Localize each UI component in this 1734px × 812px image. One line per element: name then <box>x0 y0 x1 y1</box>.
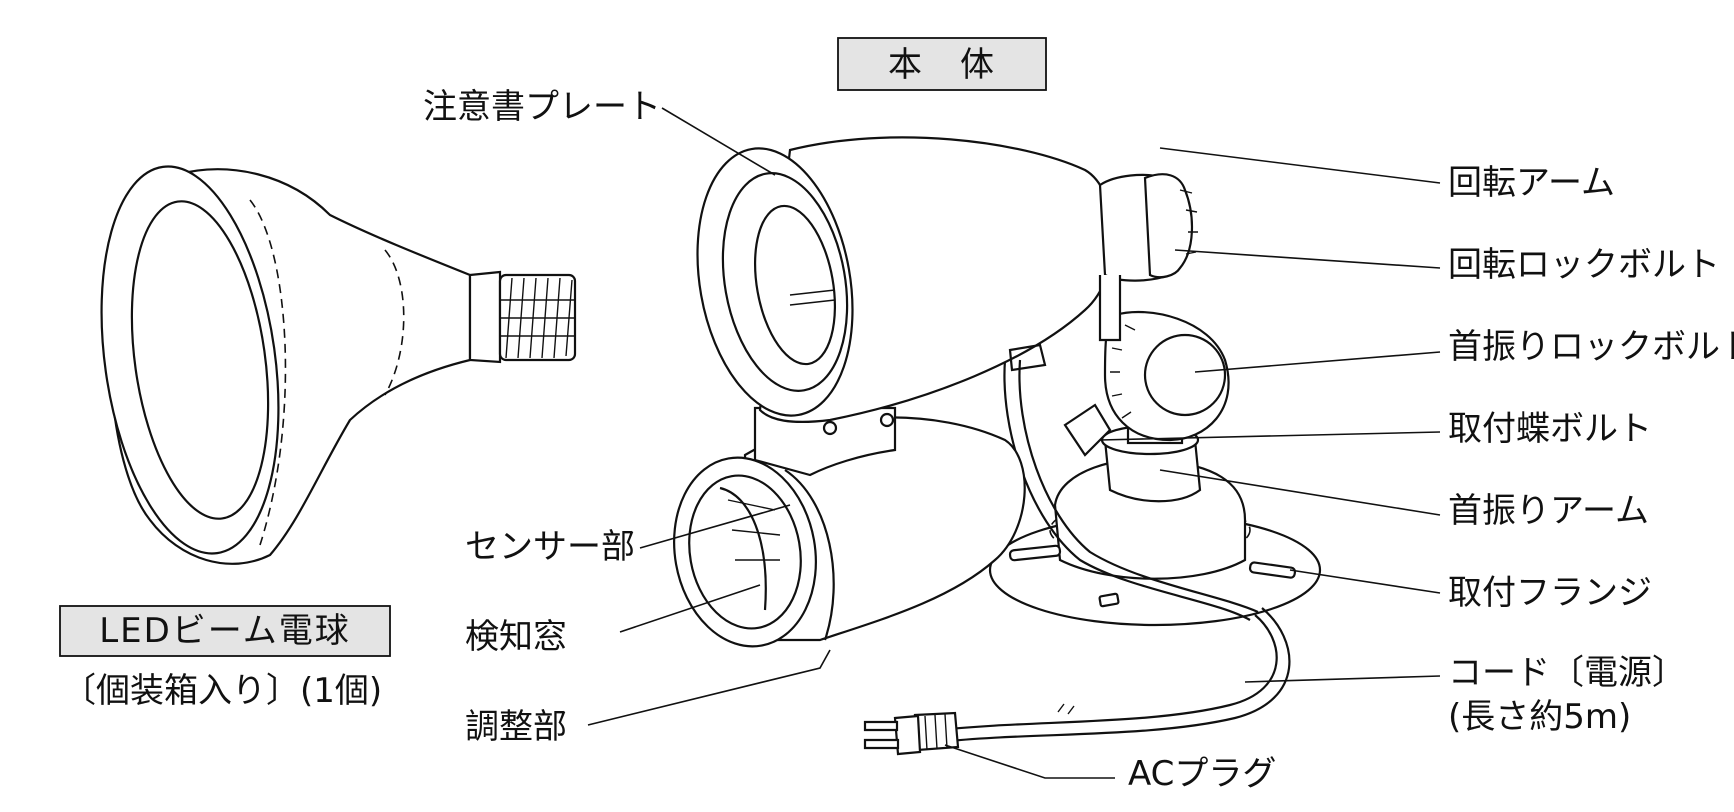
bulb-note: 〔個装箱入り〕(1個) <box>62 671 382 711</box>
leader-mount-wing-bolt <box>1099 431 1441 441</box>
rotation-arm-drawing <box>1098 173 1198 342</box>
main-title-box <box>837 37 1047 91</box>
label-ac-plug: ACプラグ <box>1128 754 1276 794</box>
leader-rotation-arm <box>1159 147 1441 184</box>
swing-lock-bolt-drawing <box>1103 310 1230 442</box>
bulb-title-box <box>59 605 391 657</box>
label-swing-lock-bolt: 首振りロックボルト <box>1448 327 1734 367</box>
label-cord: コード〔電源〕 <box>1448 653 1686 693</box>
label-caution-plate: 注意書プレート <box>423 87 661 127</box>
leader-sensor <box>639 504 791 549</box>
ac-plug-drawing <box>863 711 960 756</box>
leader-lines <box>587 107 1441 779</box>
label-swing-arm: 首振りアーム <box>1448 491 1649 531</box>
leader-adjuster <box>587 649 831 726</box>
leader-rotation-lock-bolt <box>1174 249 1441 269</box>
leader-swing-arm <box>1159 469 1441 516</box>
leader-cord <box>1244 675 1441 683</box>
label-rotation-arm: 回転アーム <box>1448 163 1615 203</box>
main-title: 本 体 <box>888 45 996 85</box>
label-adjuster: 調整部 <box>465 707 567 747</box>
leader-ac-plug <box>944 744 1115 779</box>
label-mount-wing-bolt: 取付蝶ボルト <box>1448 409 1652 449</box>
led-bulb-drawing <box>100 165 577 565</box>
label-mount-flange: 取付フランジ <box>1448 573 1652 613</box>
label-cord-length: (長さ約5m) <box>1448 697 1631 737</box>
label-sensor: センサー部 <box>465 527 635 567</box>
leader-swing-lock-bolt <box>1194 351 1441 373</box>
leader-caution-plate <box>661 107 776 176</box>
bulb-title: LEDビーム電球 <box>99 611 351 651</box>
main-unit-drawing <box>673 136 1322 756</box>
lamp-body-drawing <box>696 136 1115 424</box>
leader-mount-flange <box>1289 569 1441 594</box>
leader-detection-window <box>619 584 761 633</box>
bulb-threads <box>500 277 575 359</box>
label-rotation-lock-bolt: 回転ロックボルト <box>1448 245 1720 285</box>
label-detection-window: 検知窓 <box>465 617 567 657</box>
